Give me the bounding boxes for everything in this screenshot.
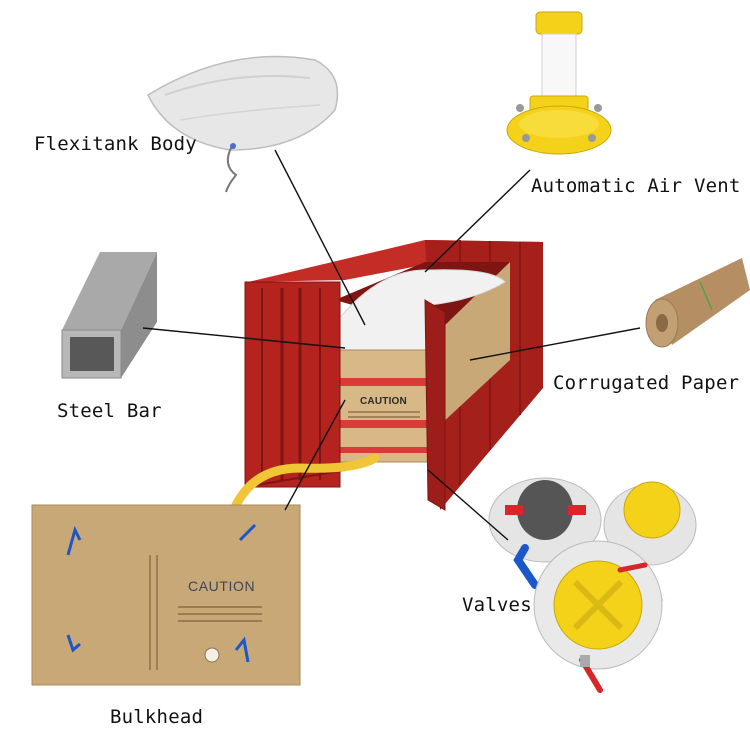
container-caution-text: CAUTION: [360, 396, 407, 407]
hose-image: [231, 453, 380, 510]
bulkhead-caution-text: CAUTION: [188, 578, 256, 594]
leader-corrugated: [469, 327, 641, 361]
corrugated-paper-image: [645, 258, 750, 348]
leader-valves: [427, 469, 509, 541]
valves-image: [488, 477, 697, 693]
label-steel-bar: Steel Bar: [57, 400, 162, 422]
label-corrugated-paper: Corrugated Paper: [553, 372, 740, 394]
leader-air-vent: [424, 169, 531, 273]
label-flexitank-body: Flexitank Body: [34, 133, 197, 155]
label-automatic-air-vent: Automatic Air Vent: [531, 175, 741, 197]
container-image: [244, 240, 543, 511]
steel-bar-image: [61, 252, 157, 379]
leader-flexitank: [274, 149, 366, 326]
leader-steel-bar: [142, 327, 346, 349]
label-valves: Valves: [462, 594, 532, 616]
label-bulkhead: Bulkhead: [110, 706, 204, 728]
leader-bulkhead: [284, 399, 346, 511]
flexitank-body-image: [147, 55, 339, 193]
bulkhead-image: [31, 504, 301, 686]
air-vent-image: [506, 11, 612, 155]
leader-lines: [142, 149, 641, 541]
